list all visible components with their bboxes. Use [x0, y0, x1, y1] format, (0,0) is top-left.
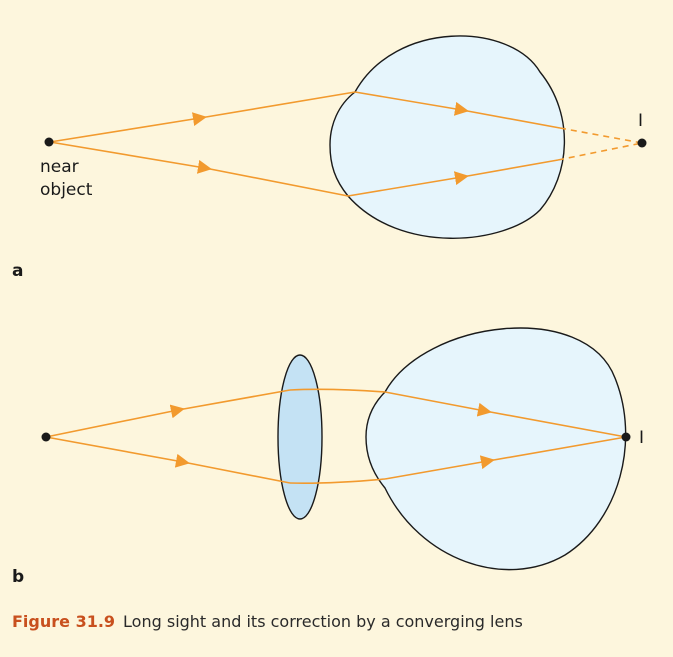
object-point-b [42, 433, 51, 442]
image-label-b: I [639, 428, 644, 448]
caption-text: Long sight and its correction by a conve… [123, 612, 523, 631]
ray-a-lower-dashed [558, 143, 642, 160]
image-label-a: I [638, 111, 643, 131]
image-point-b [622, 433, 631, 442]
figure-caption: Figure 31.9 Long sight and its correction… [12, 612, 523, 631]
ray-a-upper-1 [50, 118, 200, 142]
diagram-b: I b [12, 328, 644, 587]
image-point-a [638, 139, 647, 148]
ray-a-upper-2 [200, 92, 355, 118]
ray-b-lower-1 [46, 437, 183, 462]
subfigure-label-a: a [12, 261, 23, 281]
diagram-a: near object I a [12, 36, 647, 281]
near-object-label-line2: object [40, 180, 93, 200]
ray-a-lower-2 [205, 168, 348, 196]
subfigure-label-b: b [12, 567, 24, 587]
figure-number: Figure 31.9 [12, 612, 115, 631]
eye-a [330, 36, 564, 238]
near-object-label-line1: near [40, 157, 79, 177]
near-object-point [45, 138, 54, 147]
ray-b-upper-1 [46, 410, 178, 437]
ray-a-upper-dashed [560, 128, 642, 143]
ray-b-upper-2 [178, 390, 290, 410]
converging-lens [278, 355, 322, 519]
eye-b [366, 328, 626, 570]
ray-b-lower-2 [183, 462, 290, 483]
